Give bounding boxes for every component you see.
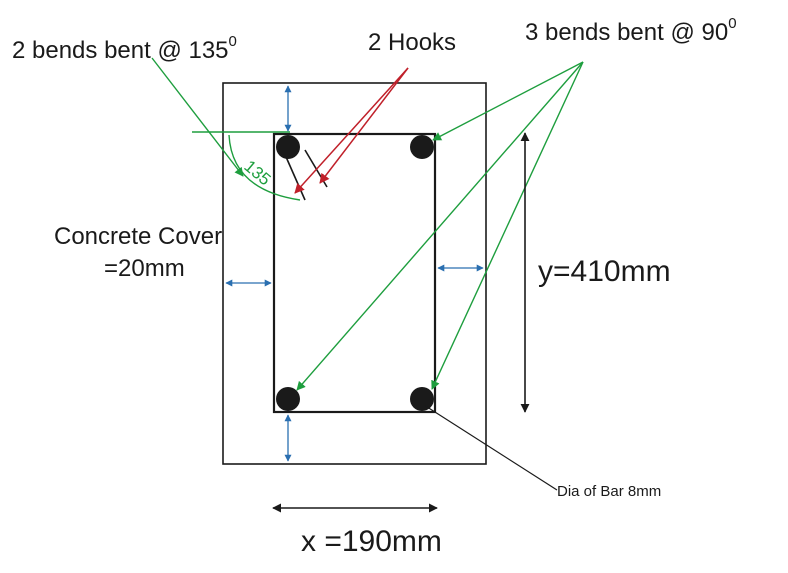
hook-line-2	[304, 149, 328, 188]
angle-arc	[228, 134, 301, 201]
leader-bends-135	[151, 57, 244, 177]
stirrup	[272, 132, 437, 414]
leader-bends-90-top-right	[432, 61, 584, 141]
leader-hook-2	[319, 67, 409, 184]
label-x-dimension: x =190mm	[301, 525, 442, 558]
rebar-bottom-left	[276, 387, 300, 411]
label-hooks: 2 Hooks	[368, 29, 456, 56]
label-bar-diameter: Dia of Bar 8mm	[557, 483, 661, 500]
label-bends-90: 3 bends bent @ 900	[525, 15, 737, 46]
label-angle: 135	[240, 157, 274, 190]
leader-bends-90-bottom-right	[431, 61, 584, 390]
label-concrete-cover: Concrete Cover	[54, 223, 222, 250]
label-bends-135: 2 bends bent @ 1350	[12, 33, 237, 64]
label-cover-value: =20mm	[104, 255, 185, 282]
leader-hook-1	[294, 67, 409, 194]
label-y-dimension: y=410mm	[538, 255, 671, 288]
rebar-bottom-right	[410, 387, 434, 411]
rebar-top-right	[410, 135, 434, 159]
leader-bends-90-bottom-left	[296, 61, 584, 391]
concrete-section-outline	[222, 82, 487, 465]
leader-bar-dia	[423, 404, 558, 491]
rebar-top-left	[276, 135, 300, 159]
